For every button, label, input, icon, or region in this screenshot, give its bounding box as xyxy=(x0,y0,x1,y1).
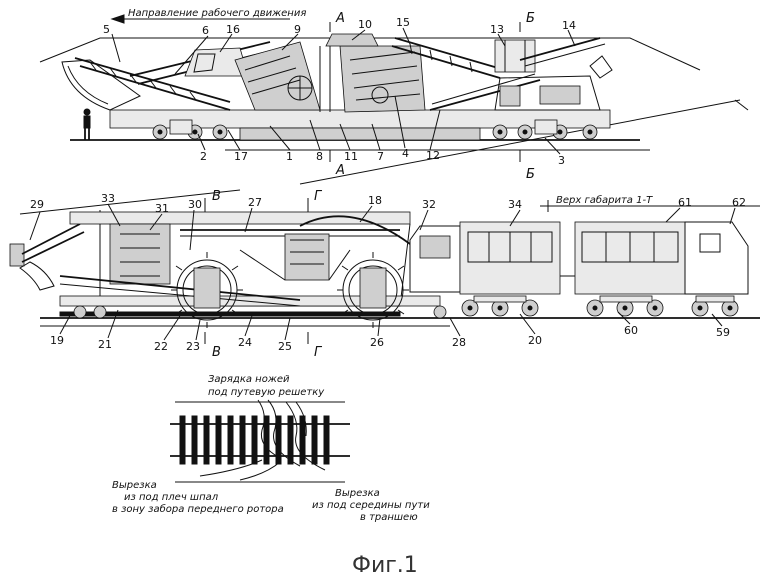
cut-left-line2: из под плеч шпал xyxy=(124,492,219,503)
callout-2: 2 xyxy=(200,150,207,163)
upper-machine: Направление рабочего движения xyxy=(40,7,748,184)
callout-32: 32 xyxy=(422,198,436,211)
section-b-top: Б xyxy=(526,11,535,26)
callout-27: 27 xyxy=(248,196,262,209)
knives-label: Зарядка ножей xyxy=(208,374,290,385)
cut-right-title: Вырезка xyxy=(335,488,380,499)
callout-26: 26 xyxy=(370,336,384,349)
callout-22: 22 xyxy=(154,340,168,353)
section-a-bottom: А xyxy=(335,163,345,178)
track-cutter-bar xyxy=(60,312,400,316)
conveyor-12 xyxy=(430,80,540,110)
middle-mechanism xyxy=(285,234,329,280)
callout-14: 14 xyxy=(562,19,576,32)
callout-33: 33 xyxy=(101,192,115,205)
callout-18: 18 xyxy=(368,194,382,207)
cut-right-line2: из под середины пути xyxy=(312,500,430,511)
callout-62: 62 xyxy=(732,196,746,209)
screen-unit-left xyxy=(235,42,320,110)
section-g-top: Г xyxy=(314,189,323,204)
callout-20: 20 xyxy=(528,334,542,347)
screen-unit-right xyxy=(340,46,425,112)
section-a-top: А xyxy=(335,11,345,26)
callout-59: 59 xyxy=(716,326,730,339)
wagon-34 xyxy=(410,222,560,294)
callout-19: 19 xyxy=(50,334,64,347)
callout-4: 4 xyxy=(402,147,409,160)
callout-7: 7 xyxy=(377,150,384,163)
callout-12: 12 xyxy=(426,149,440,162)
callout-61: 61 xyxy=(678,196,692,209)
callout-5: 5 xyxy=(103,23,110,36)
callout-29: 29 xyxy=(30,198,44,211)
car-61 xyxy=(560,222,748,294)
direction-label: Направление рабочего движения xyxy=(128,7,306,19)
callout-25: 25 xyxy=(278,340,292,353)
callout-10: 10 xyxy=(358,18,372,31)
knives-sublabel: под путевую решетку xyxy=(208,387,325,398)
callout-30: 30 xyxy=(188,198,202,211)
callout-9: 9 xyxy=(294,23,301,36)
lower-machine: Верх габарита 1-Т xyxy=(10,189,760,360)
front-rotor xyxy=(171,252,243,328)
section-g-bottom: Г xyxy=(314,345,323,360)
callout-3: 3 xyxy=(558,154,565,167)
track-detail: Зарядка ножей под путевую решетку xyxy=(112,374,430,523)
callout-13: 13 xyxy=(490,23,504,36)
mid-diagonal-line xyxy=(20,190,240,214)
gabarit-label: Верх габарита 1-Т xyxy=(556,194,653,206)
callout-60: 60 xyxy=(624,324,638,337)
callout-34: 34 xyxy=(508,198,522,211)
rear-tower xyxy=(495,40,535,72)
front-scoop xyxy=(62,60,140,110)
cut-left-line3: в зону забора переднего ротора xyxy=(112,503,284,515)
cut-left-title: Вырезка xyxy=(112,480,157,491)
callout-11: 11 xyxy=(344,150,358,163)
worker-figure xyxy=(84,109,90,140)
callout-1: 1 xyxy=(286,150,293,163)
callout-16: 16 xyxy=(226,23,240,36)
front-housing xyxy=(110,224,170,284)
figure-caption: Фиг.1 xyxy=(352,553,418,578)
rear-rotor xyxy=(337,252,409,328)
section-v-top: В xyxy=(212,189,221,204)
section-b-bottom: Б xyxy=(526,167,535,182)
section-v-bottom: В xyxy=(212,345,221,360)
callout-31: 31 xyxy=(155,202,169,215)
callout-24: 24 xyxy=(238,336,252,349)
callout-21: 21 xyxy=(98,338,112,351)
callout-6: 6 xyxy=(202,24,209,37)
cut-right-line3: в траншею xyxy=(360,512,418,523)
front-boom xyxy=(10,224,84,290)
section-b: Б Б xyxy=(520,11,535,182)
callout-23: 23 xyxy=(186,340,200,353)
upper-lower-beam xyxy=(240,128,480,140)
callout-15: 15 xyxy=(396,16,410,29)
callout-8: 8 xyxy=(316,150,323,163)
callout-28: 28 xyxy=(452,336,466,349)
callout-17: 17 xyxy=(234,150,248,163)
